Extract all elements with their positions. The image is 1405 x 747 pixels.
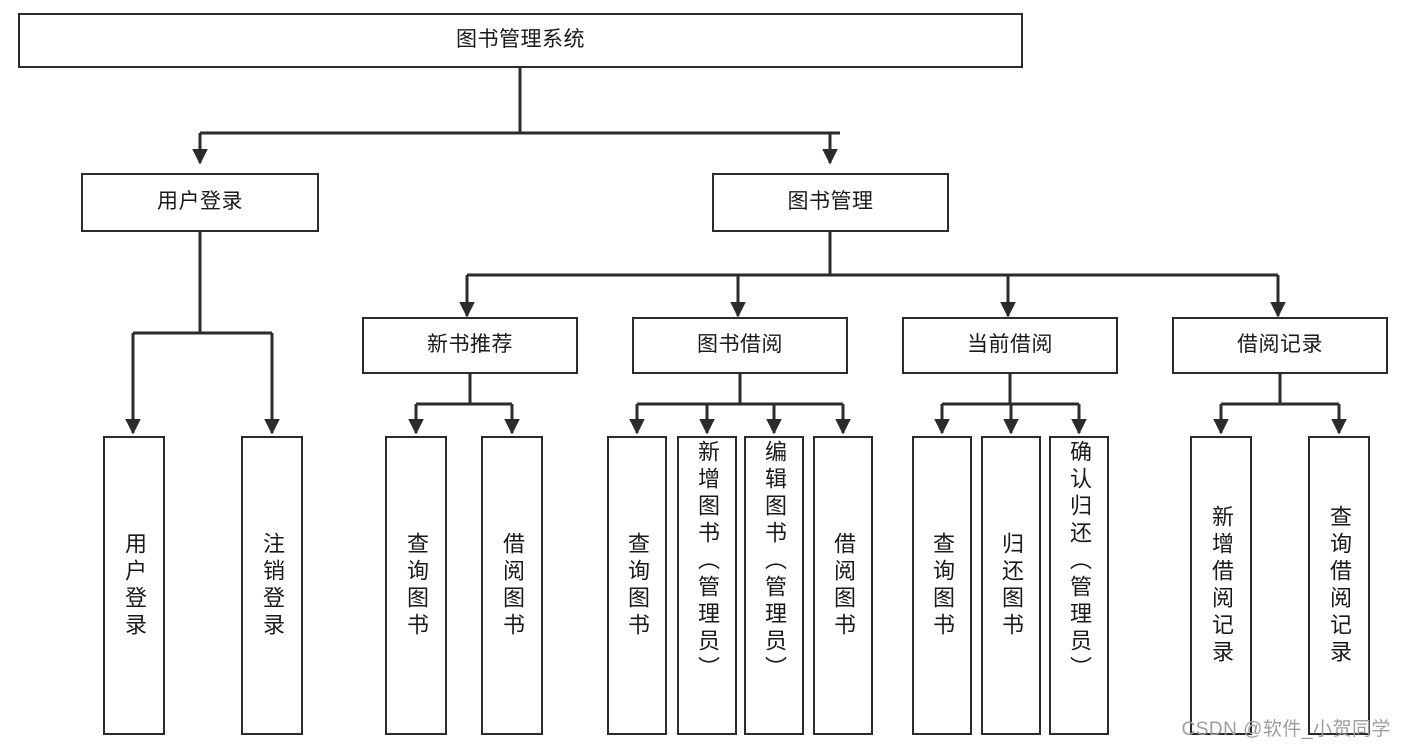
leaf-borrow-borrow-book[interactable]: 借阅图书 <box>813 436 873 735</box>
node-user-login-label: 用户登录 <box>157 190 243 214</box>
watermark: CSDN @软件_小贺同学 <box>1181 719 1391 740</box>
leaf-user-login[interactable]: 用户登录 <box>103 436 165 735</box>
leaf-borrow-query-book-label: 查询图书 <box>624 531 650 640</box>
leaf-user-login-label: 用户登录 <box>121 531 147 640</box>
leaf-borrow-query-book[interactable]: 查询图书 <box>607 436 667 735</box>
node-book-management-label: 图书管理 <box>787 190 874 214</box>
leaf-record-query-record[interactable]: 查询借阅记录 <box>1308 436 1370 735</box>
leaf-borrow-edit-book-label: 编辑图书（管理员） <box>761 440 787 683</box>
leaf-record-add-record-label: 新增借阅记录 <box>1208 504 1234 667</box>
node-new-book-recommend[interactable]: 新书推荐 <box>362 317 578 374</box>
leaf-current-query-book-label: 查询图书 <box>929 531 955 640</box>
leaf-current-query-book[interactable]: 查询图书 <box>912 436 972 735</box>
node-root[interactable]: 图书管理系统 <box>18 13 1023 68</box>
node-borrow-record[interactable]: 借阅记录 <box>1172 317 1388 374</box>
leaf-record-add-record[interactable]: 新增借阅记录 <box>1190 436 1252 735</box>
leaf-current-confirm-return[interactable]: 确认归还（管理员） <box>1049 436 1109 735</box>
node-new-book-recommend-label: 新书推荐 <box>427 333 513 357</box>
leaf-borrow-add-book[interactable]: 新增图书（管理员） <box>677 436 737 735</box>
node-book-management[interactable]: 图书管理 <box>712 173 949 232</box>
leaf-recommend-borrow-book-label: 借阅图书 <box>499 531 525 640</box>
node-borrow-record-label: 借阅记录 <box>1237 333 1323 357</box>
leaf-current-confirm-return-label: 确认归还（管理员） <box>1066 440 1092 683</box>
node-current-borrow-label: 当前借阅 <box>967 333 1053 357</box>
leaf-current-return-book-label: 归还图书 <box>998 531 1024 640</box>
leaf-current-return-book[interactable]: 归还图书 <box>981 436 1041 735</box>
leaf-borrow-add-book-label: 新增图书（管理员） <box>694 440 720 683</box>
leaf-record-query-record-label: 查询借阅记录 <box>1326 504 1352 667</box>
node-user-login[interactable]: 用户登录 <box>81 173 319 232</box>
node-current-borrow[interactable]: 当前借阅 <box>902 317 1118 374</box>
leaf-recommend-borrow-book[interactable]: 借阅图书 <box>481 436 543 735</box>
leaf-user-logout-label: 注销登录 <box>259 531 285 640</box>
leaf-user-logout[interactable]: 注销登录 <box>241 436 303 735</box>
leaf-recommend-query-book[interactable]: 查询图书 <box>385 436 447 735</box>
leaf-borrow-edit-book[interactable]: 编辑图书（管理员） <box>744 436 804 735</box>
node-root-label: 图书管理系统 <box>456 28 585 52</box>
node-book-borrow-label: 图书借阅 <box>697 333 783 357</box>
leaf-borrow-borrow-book-label: 借阅图书 <box>830 531 856 640</box>
node-book-borrow[interactable]: 图书借阅 <box>632 317 848 374</box>
leaf-recommend-query-book-label: 查询图书 <box>403 531 429 640</box>
